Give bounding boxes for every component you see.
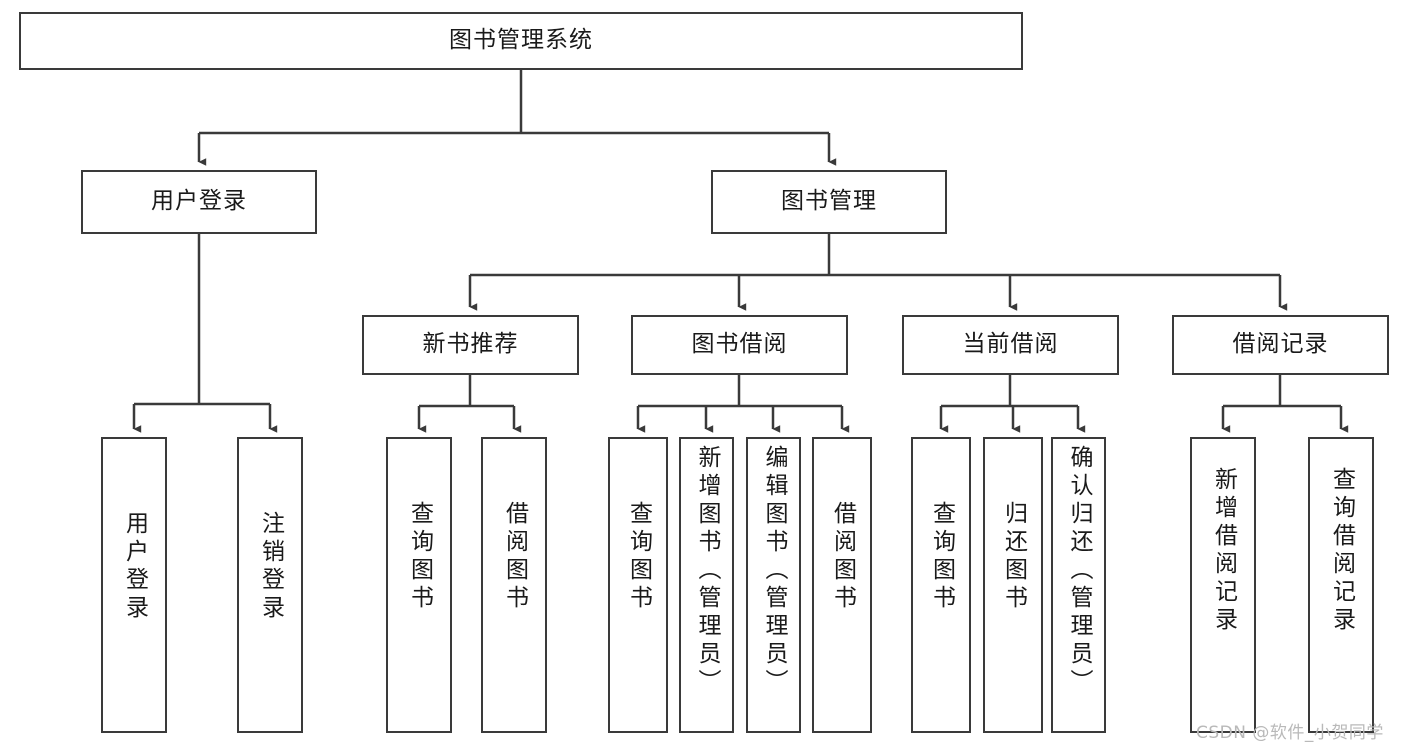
leaf-user-login[interactable]: 用户登录 xyxy=(101,437,167,733)
node-label: 归还图书 xyxy=(1000,501,1027,613)
leaf-query-book-rec[interactable]: 查询图书 xyxy=(386,437,452,733)
node-label: 图书管理 xyxy=(781,188,877,215)
node-label: 当前借阅 xyxy=(962,331,1059,358)
leaf-add-record[interactable]: 新增借阅记录 xyxy=(1190,437,1256,733)
node-label: 新书推荐 xyxy=(422,331,519,358)
node-label: 注销登录 xyxy=(257,511,284,623)
leaf-confirm-return[interactable]: 确认归还（管理员） xyxy=(1051,437,1106,733)
node-label: 查询借阅记录 xyxy=(1328,467,1355,635)
node-label: 借阅图书 xyxy=(501,501,528,613)
node-label: 新增借阅记录 xyxy=(1210,467,1237,635)
node-label: 编辑图书（管理员） xyxy=(761,445,787,697)
node-label: 图书借阅 xyxy=(691,331,788,358)
node-book-borrow[interactable]: 图书借阅 xyxy=(631,315,848,375)
node-new-book-rec[interactable]: 新书推荐 xyxy=(362,315,579,375)
node-root-system[interactable]: 图书管理系统 xyxy=(19,12,1023,70)
leaf-borrow-book[interactable]: 借阅图书 xyxy=(812,437,872,733)
node-label: 用户登录 xyxy=(151,188,247,215)
node-label: 确认归还（管理员） xyxy=(1066,445,1092,697)
leaf-query-book[interactable]: 查询图书 xyxy=(608,437,668,733)
node-user-login[interactable]: 用户登录 xyxy=(81,170,317,234)
node-label: 图书管理系统 xyxy=(449,27,593,54)
node-label: 查询图书 xyxy=(625,501,652,613)
leaf-return-book[interactable]: 归还图书 xyxy=(983,437,1043,733)
leaf-query-cur[interactable]: 查询图书 xyxy=(911,437,971,733)
node-label: 借阅记录 xyxy=(1232,331,1329,358)
node-current-borrow[interactable]: 当前借阅 xyxy=(902,315,1119,375)
node-book-manage[interactable]: 图书管理 xyxy=(711,170,947,234)
leaf-logout[interactable]: 注销登录 xyxy=(237,437,303,733)
node-label: 用户登录 xyxy=(121,511,148,623)
node-borrow-record[interactable]: 借阅记录 xyxy=(1172,315,1389,375)
csdn-watermark: CSDN @软件_小贺同学 xyxy=(1196,723,1384,743)
node-label: 新增图书（管理员） xyxy=(694,445,720,697)
leaf-borrow-book-rec[interactable]: 借阅图书 xyxy=(481,437,547,733)
leaf-edit-book[interactable]: 编辑图书（管理员） xyxy=(746,437,801,733)
node-label: 查询图书 xyxy=(406,501,433,613)
node-label: 借阅图书 xyxy=(829,501,856,613)
leaf-query-record[interactable]: 查询借阅记录 xyxy=(1308,437,1374,733)
node-label: 查询图书 xyxy=(928,501,955,613)
leaf-add-book[interactable]: 新增图书（管理员） xyxy=(679,437,734,733)
